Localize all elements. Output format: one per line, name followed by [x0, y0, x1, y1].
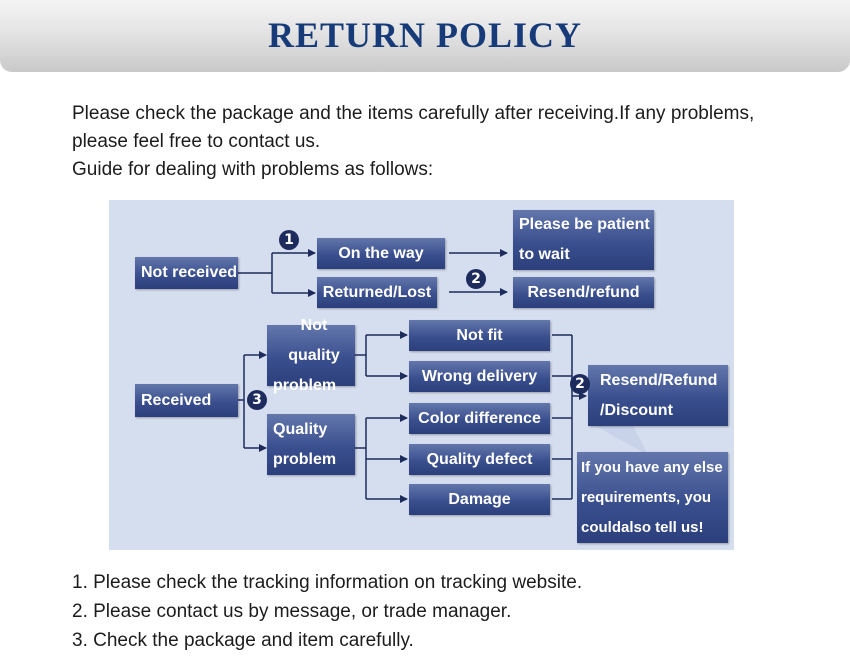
step-item-1: 1. Please check the tracking information… — [72, 572, 583, 593]
resend-discount-line-1: Resend/Refund — [600, 371, 718, 389]
returned-lost-label: Returned/Lost — [322, 283, 432, 301]
quality-problem-box: Quality problem — [267, 414, 355, 475]
intro-text: Please check the package and the items c… — [72, 100, 812, 184]
intro-line-2: please feel free to contact us. — [72, 131, 321, 152]
callout-line-2: requirements, you — [581, 488, 712, 506]
not-fit-box: Not fit — [409, 320, 550, 351]
step-badge-1: 1 — [279, 230, 299, 250]
resend-refund-discount-box: Resend/Refund /Discount — [588, 365, 728, 426]
received-box: Received — [135, 384, 238, 417]
callout-line-1: If you have any else — [581, 458, 723, 476]
page-title: RETURN POLICY — [267, 15, 583, 55]
quality-line-1: Quality — [273, 420, 328, 438]
resend-refund-label: Resend/refund — [527, 283, 640, 301]
received-label: Received — [141, 391, 212, 409]
resend-discount-line-2: /Discount — [600, 401, 673, 419]
wrong-delivery-box: Wrong delivery — [409, 361, 550, 392]
be-patient-line-2: to wait — [519, 246, 570, 263]
resend-refund-box: Resend/refund — [513, 277, 654, 308]
returned-lost-box: Returned/Lost — [317, 277, 437, 308]
color-difference-label: Color difference — [418, 409, 541, 427]
not-received-label: Not received — [141, 264, 238, 281]
color-difference-box: Color difference — [409, 403, 550, 434]
quality-line-2: problem — [273, 450, 337, 468]
step-badge-2-bottom: 2 — [570, 374, 590, 394]
wrong-delivery-label: Wrong delivery — [421, 367, 538, 385]
intro-line-1: Please check the package and the items c… — [72, 103, 755, 124]
quality-defect-box: Quality defect — [409, 444, 550, 475]
steps-list: 1. Please check the tracking information… — [72, 568, 812, 655]
damage-box: Damage — [409, 484, 550, 515]
step-item-3: 3. Check the package and item carefully. — [72, 630, 414, 651]
step-item-2: 2. Please contact us by message, or trad… — [72, 601, 512, 622]
callout-line-3: couldalso tell us! — [581, 518, 704, 536]
be-patient-line-1: Please be patient — [519, 216, 650, 233]
not-quality-line-2: problem — [273, 376, 337, 394]
not-fit-label: Not fit — [456, 326, 503, 344]
damage-label: Damage — [448, 490, 511, 508]
be-patient-box: Please be patient to wait — [513, 210, 654, 270]
on-the-way-label: On the way — [338, 244, 424, 262]
not-received-box: Not received — [135, 257, 238, 289]
not-quality-line-1: Not quality — [288, 316, 340, 364]
step-badge-2-top: 2 — [466, 269, 486, 289]
extra-requirements-callout: If you have any else requirements, you c… — [577, 452, 728, 543]
quality-defect-label: Quality defect — [426, 450, 533, 468]
step-badge-3: 3 — [247, 390, 267, 410]
not-quality-problem-box: Not quality problem — [267, 317, 355, 394]
on-the-way-box: On the way — [317, 238, 445, 269]
intro-line-3: Guide for dealing with problems as follo… — [72, 159, 434, 180]
title-banner: RETURN POLICY — [0, 0, 850, 72]
